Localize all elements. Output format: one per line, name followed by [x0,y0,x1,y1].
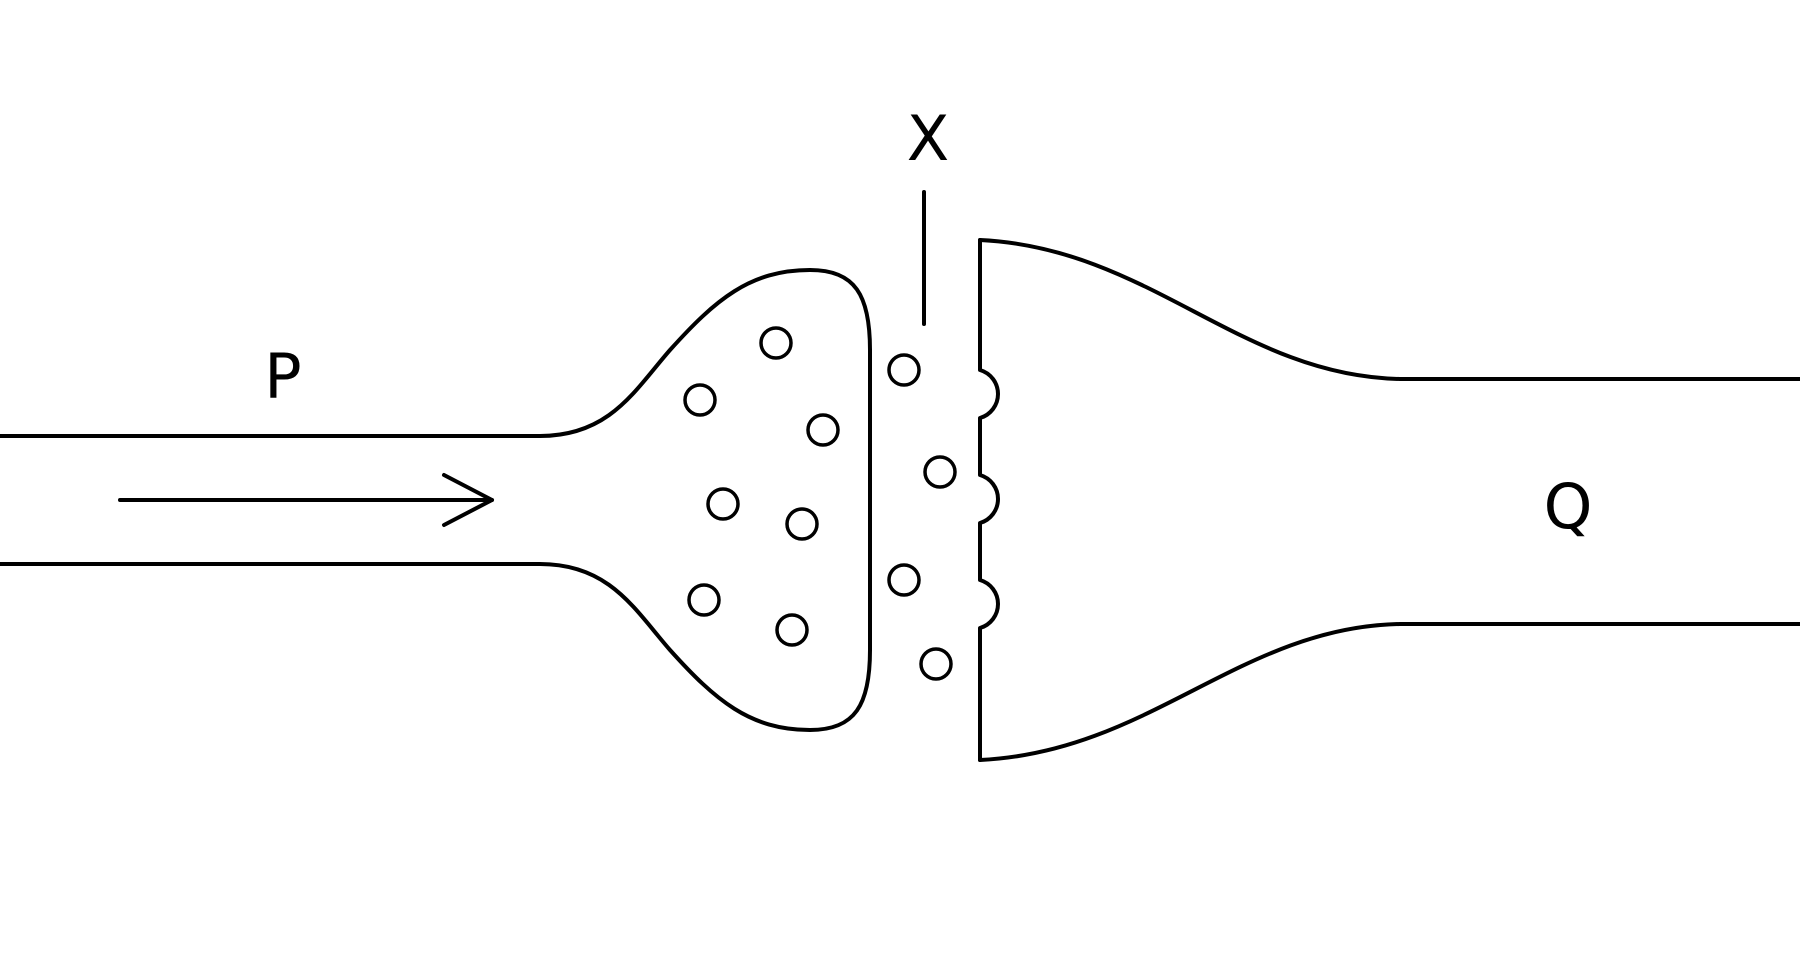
vesicle [775,613,809,647]
vesicle [687,583,721,617]
presynaptic-neuron [0,268,872,732]
vesicle [806,413,840,447]
label-x: X [907,102,949,175]
arrow-right-icon [118,473,494,527]
label-q: Q [1544,470,1593,543]
postsynaptic-top-edge [978,238,1800,381]
label-p: P [264,340,301,413]
vesicle [923,455,957,489]
cleft-vesicles [887,353,957,681]
postsynaptic-neuron [978,238,1800,762]
vesicle [706,487,740,521]
vesicle [785,507,819,541]
synaptic-vesicles [683,326,840,647]
vesicle [887,563,921,597]
vesicle [683,383,717,417]
postsynaptic-bottom-edge [978,622,1800,762]
vesicle [919,647,953,681]
vesicle [887,353,921,387]
presynaptic-axon-top-edge [0,268,872,438]
presynaptic-axon-bottom-edge [0,562,872,732]
postsynaptic-membrane-with-receptors [978,238,1000,762]
vesicle [759,326,793,360]
